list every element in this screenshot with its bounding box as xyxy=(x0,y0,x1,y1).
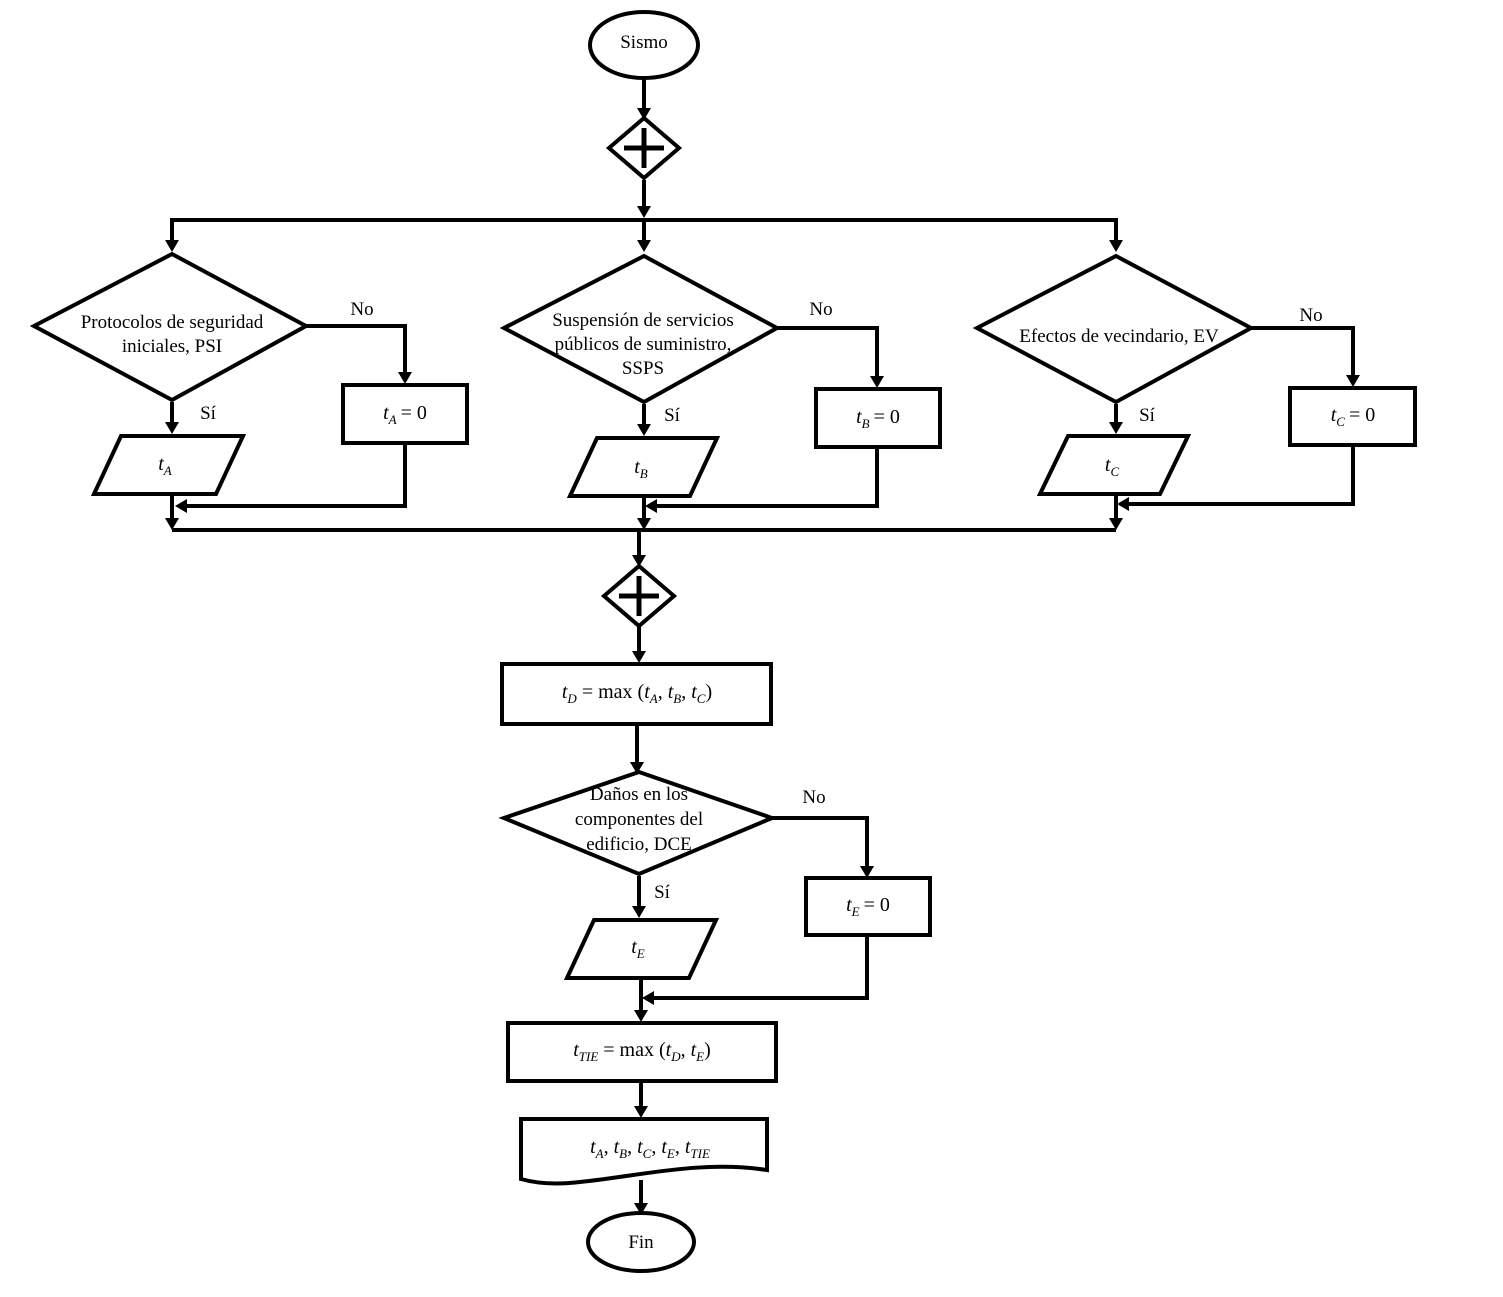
decision-ev xyxy=(972,253,1256,405)
te-input xyxy=(563,918,720,980)
arrowhead-tb-zero-in xyxy=(870,376,884,388)
parallel-fork-gateway xyxy=(605,115,683,181)
output-document: tA, tB, tC, tE, tTIE xyxy=(519,1117,769,1186)
arrowhead-tb-zero-return xyxy=(645,499,657,513)
arrowhead-dce-in xyxy=(630,762,644,774)
start-terminal: Sismo xyxy=(588,10,700,80)
ttie-max-formula: tTIE = max (tD, tE) xyxy=(573,1039,711,1064)
ta-zero-formula: tA= 0 xyxy=(383,402,427,427)
connector-psi-no xyxy=(306,324,407,372)
branch-dce: Daños en los componentes del edificio, D… xyxy=(498,769,932,980)
end-ellipse xyxy=(586,1211,696,1273)
arrowhead-ssps-in xyxy=(637,240,651,252)
arrowhead-te-zero-return xyxy=(642,991,654,1005)
decision-dce-line-2: componentes del xyxy=(575,809,703,830)
end-label: Fin xyxy=(628,1232,654,1253)
te-input-label: tE xyxy=(631,936,645,961)
psi-no-label: No xyxy=(350,299,373,320)
arrowheads xyxy=(165,108,1360,1215)
ta-zero-box xyxy=(341,383,469,445)
connector-tc-zero-return xyxy=(1127,447,1355,506)
branch-ssps: Suspensión de servicios públicos de sumi… xyxy=(499,253,942,498)
decision-dce-line-3: edificio, DCE xyxy=(586,834,692,855)
parallel-join-gateway xyxy=(600,563,678,629)
arrowhead-ta-zero-return xyxy=(175,499,187,513)
decision-dce xyxy=(498,769,778,877)
arrowhead-tc-in xyxy=(1109,422,1123,434)
arrowhead-fork-in xyxy=(637,108,651,120)
tb-input xyxy=(566,436,721,498)
connector-dce-no xyxy=(772,816,869,866)
te-zero-box xyxy=(804,876,932,937)
start-ellipse xyxy=(588,10,700,80)
arrowhead-tie-in xyxy=(634,1010,648,1022)
decision-dce-line-1: Daños en los xyxy=(590,784,688,805)
dce-no-label: No xyxy=(802,787,825,808)
connector-ev-no xyxy=(1251,326,1355,375)
branch-ev: Efectos de vecindario, EV No Sí tC= 0 tC xyxy=(972,253,1417,496)
ev-yes-label: Sí xyxy=(1139,405,1156,426)
arrowhead-ta-in xyxy=(165,422,179,434)
decision-ssps xyxy=(499,253,782,405)
arrowhead-tc-zero-in xyxy=(1346,375,1360,387)
td-max-formula: tD = max (tA, tB, tC) xyxy=(562,681,712,706)
branch-psi: Protocolos de seguridad iniciales, PSI N… xyxy=(29,251,469,496)
ssps-no-label: No xyxy=(809,299,832,320)
tc-input xyxy=(1036,434,1192,496)
tc-zero-formula: tC= 0 xyxy=(1331,404,1376,429)
ssps-yes-label: Sí xyxy=(664,405,681,426)
connector-te-zero-return xyxy=(652,937,869,1000)
arrowhead-end-in xyxy=(634,1203,648,1215)
decision-psi xyxy=(29,251,311,403)
td-max-box xyxy=(500,662,773,726)
arrowhead-te-in xyxy=(632,906,646,918)
process-ttie-max: tTIE = max (tD, tE) xyxy=(506,1021,778,1083)
ev-no-label: No xyxy=(1299,305,1322,326)
arrowhead-ta-zero-in xyxy=(398,372,412,384)
arrowhead-tc-merge xyxy=(1109,518,1123,530)
connector-ta-zero-return xyxy=(185,445,407,508)
arrowhead-tb-in xyxy=(637,424,651,436)
output-variables: tA, tB, tC, tE, tTIE xyxy=(590,1136,710,1161)
end-terminal: Fin xyxy=(586,1211,696,1273)
tb-zero-box xyxy=(814,387,942,449)
output-document-shape xyxy=(519,1117,769,1186)
process-td-max: tD = max (tA, tB, tC) xyxy=(500,662,773,726)
connector-tb-zero-return xyxy=(655,449,879,508)
arrowhead-bar-in xyxy=(637,206,651,218)
te-zero-formula: tE= 0 xyxy=(846,894,890,919)
ttie-max-box xyxy=(506,1021,778,1083)
tc-input-label: tC xyxy=(1105,454,1120,479)
tb-zero-formula: tB= 0 xyxy=(856,406,900,431)
dce-yes-label: Sí xyxy=(654,882,671,903)
ta-input-label: tA xyxy=(158,453,172,478)
decision-ssps-line-1: Suspensión de servicios xyxy=(552,310,734,331)
start-label: Sismo xyxy=(620,32,668,53)
tc-zero-box xyxy=(1288,386,1417,447)
decision-ev-line-1: Efectos de vecindario, EV xyxy=(1019,326,1219,347)
arrowhead-tc-zero-return xyxy=(1117,497,1129,511)
ta-input xyxy=(90,434,247,496)
tb-input-label: tB xyxy=(634,456,648,481)
arrowhead-ev-in xyxy=(1109,240,1123,252)
arrowhead-te-zero-in xyxy=(860,866,874,878)
arrowhead-output-in xyxy=(634,1106,648,1118)
arrowhead-ta-merge xyxy=(165,518,179,530)
connector-ssps-no xyxy=(777,326,879,376)
arrowhead-join-in xyxy=(632,555,646,567)
decision-psi-line-1: Protocolos de seguridad xyxy=(81,312,264,333)
decision-ssps-line-2: públicos de suministro, xyxy=(555,334,732,355)
arrowhead-psi-in xyxy=(165,240,179,252)
arrowhead-tb-merge xyxy=(637,518,651,530)
psi-yes-label: Sí xyxy=(200,403,217,424)
arrowhead-max-in xyxy=(632,651,646,663)
decision-psi-line-2: iniciales, PSI xyxy=(122,336,222,357)
decision-ssps-line-3: SSPS xyxy=(622,358,664,379)
